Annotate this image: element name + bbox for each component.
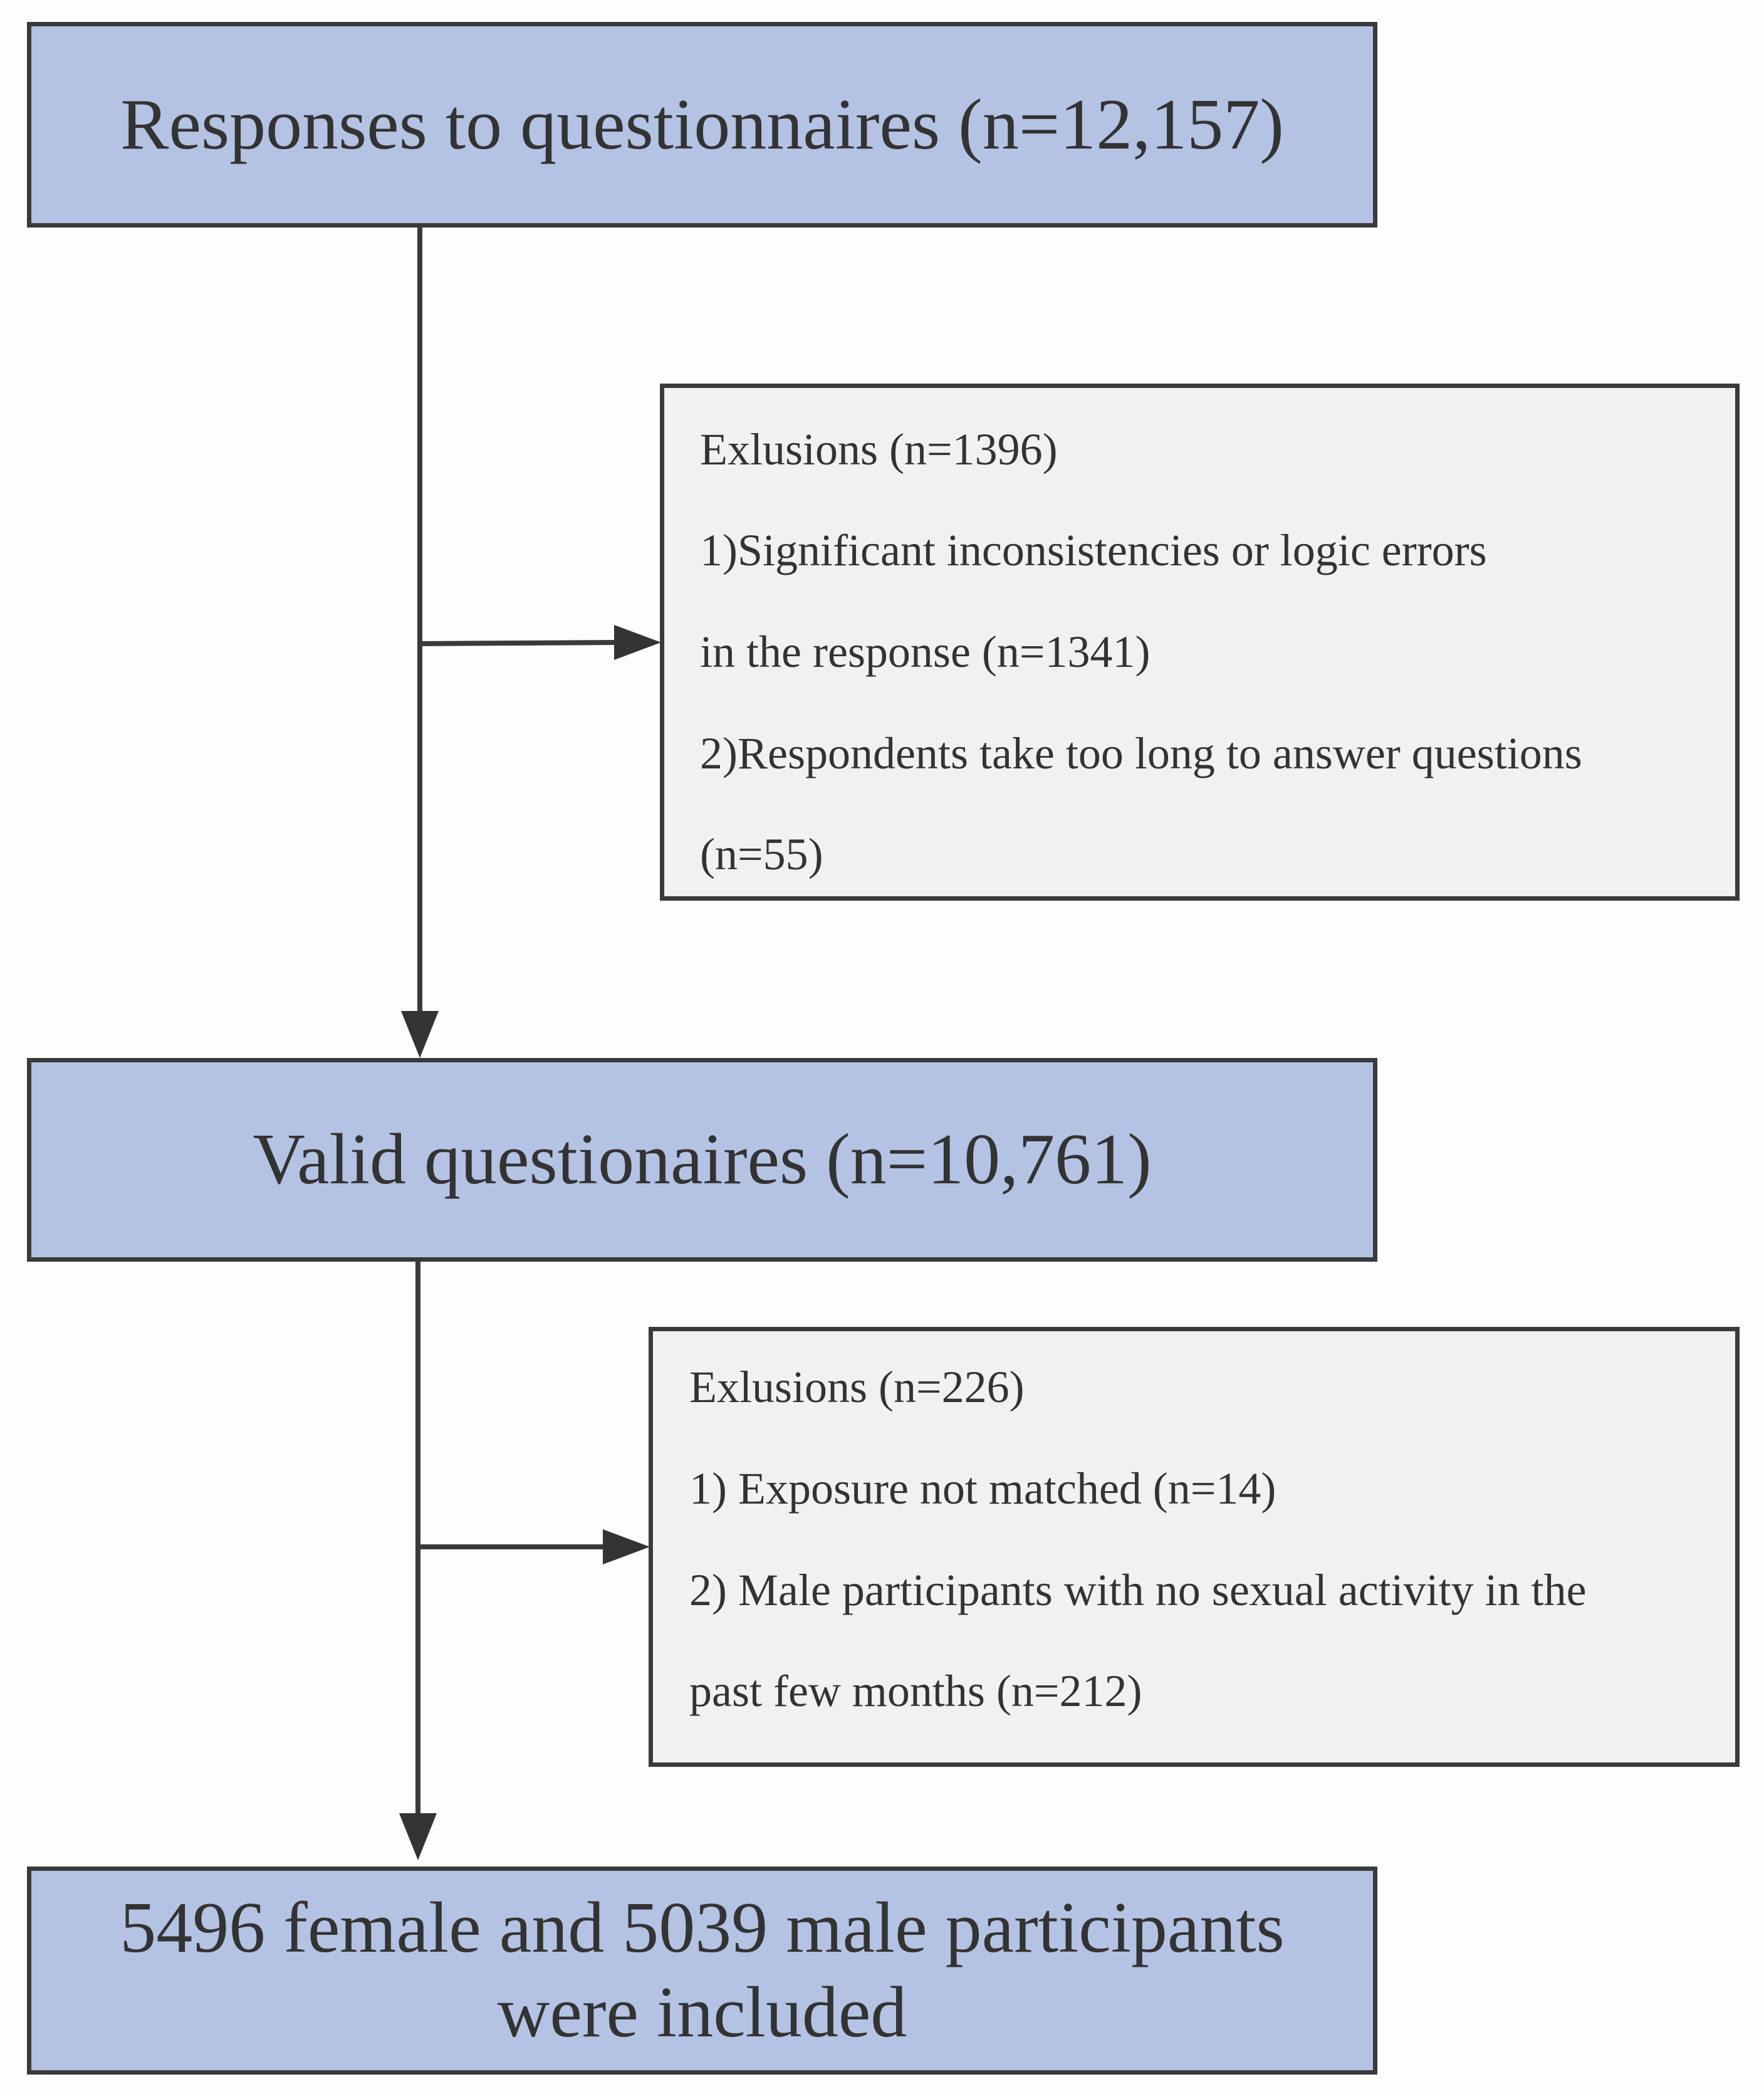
exclusion-2-line-3: 2) Male participants with no sexual acti…: [689, 1565, 1587, 1615]
exclusion-1-line-1: Exlusions (n=1396): [700, 424, 1058, 474]
arrowhead-down-1: [401, 1011, 439, 1058]
valid-questionnaires-box: Valid questionaires (n=10,761): [27, 1058, 1377, 1262]
responses-box-label: Responses to questionnaires (n=12,157): [120, 84, 1284, 165]
participants-included-line-2: were included: [497, 1972, 907, 2053]
participants-included-box: 5496 female and 5039 male participants w…: [27, 1866, 1377, 2075]
arrowhead-right-1: [614, 625, 661, 660]
exclusion-1-line-5: (n=55): [700, 829, 823, 879]
exclusions-box-1: Exlusions (n=1396) 1)Significant inconsi…: [660, 384, 1740, 901]
exclusion-2-line-4: past few months (n=212): [689, 1666, 1142, 1716]
valid-questionnaires-label: Valid questionaires (n=10,761): [253, 1119, 1152, 1200]
exclusions-box-2: Exlusions (n=226) 1) Exposure not matche…: [649, 1327, 1740, 1767]
arrowhead-down-2: [399, 1813, 437, 1860]
exclusion-2-line-1: Exlusions (n=226): [689, 1362, 1025, 1412]
responses-box: Responses to questionnaires (n=12,157): [27, 22, 1377, 228]
arrowhead-right-2: [603, 1529, 650, 1564]
connector-branch-1: [419, 640, 618, 646]
exclusion-1-line-2: 1)Significant inconsistencies or logic e…: [700, 525, 1487, 575]
exclusion-2-line-2: 1) Exposure not matched (n=14): [689, 1463, 1276, 1514]
exclusion-1-line-4: 2)Respondents take too long to answer qu…: [700, 728, 1582, 778]
participants-included-line-1: 5496 female and 5039 male participants: [120, 1888, 1285, 1969]
exclusion-1-line-3: in the response (n=1341): [700, 627, 1151, 677]
